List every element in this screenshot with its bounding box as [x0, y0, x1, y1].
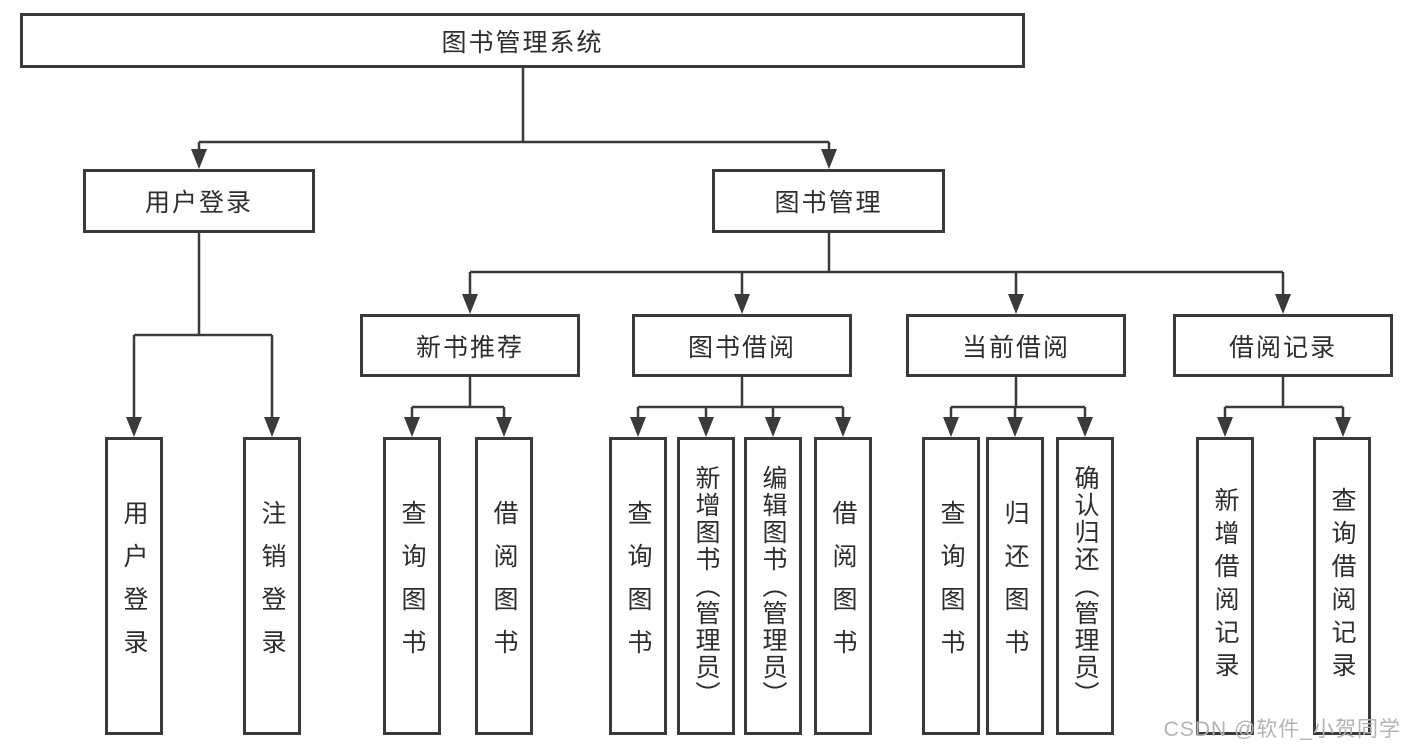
node-borrowing-records: 借阅记录	[1173, 314, 1393, 377]
leaf-confirm-return-admin: 确认归还（管理员）	[1056, 437, 1114, 735]
leaf-query-books: 查询图书	[383, 437, 441, 735]
leaf-borrow-books: 借阅图书	[475, 437, 533, 735]
arrowhead-icons	[126, 149, 1351, 437]
node-label: 新书推荐	[415, 333, 524, 362]
node-label: 查询图书	[398, 500, 426, 672]
node-label: 查询借阅记录	[1328, 487, 1356, 685]
node-label: 用户登录	[144, 189, 253, 217]
node-current-borrowing: 当前借阅	[906, 314, 1126, 377]
node-book-borrowing: 图书借阅	[632, 314, 852, 377]
node-label: 归还图书	[1001, 500, 1029, 672]
node-new-book-recommend: 新书推荐	[360, 314, 580, 377]
leaf-query-books: 查询图书	[922, 437, 980, 735]
leaf-query-books: 查询图书	[609, 437, 667, 735]
node-label: 借阅图书	[490, 500, 518, 672]
leaf-user-login: 用户登录	[105, 437, 163, 735]
node-user-login: 用户登录	[83, 169, 315, 233]
node-label: 确认归还（管理员）	[1071, 464, 1099, 708]
leaf-add-books-admin: 新增图书（管理员）	[677, 437, 735, 735]
node-label: 图书借阅	[687, 333, 796, 362]
node-label: 图书管理	[774, 189, 883, 217]
node-label: 查询图书	[624, 500, 652, 672]
node-label: 注销登录	[258, 500, 286, 672]
csdn-watermark: CSDN @软件_小贺同学	[1163, 718, 1401, 741]
node-label: 借阅记录	[1228, 333, 1337, 362]
leaf-query-borrow-record: 查询借阅记录	[1313, 437, 1371, 735]
node-label: 当前借阅	[961, 333, 1070, 362]
node-label: 查询图书	[937, 500, 965, 672]
leaf-edit-books-admin: 编辑图书（管理员）	[744, 437, 802, 735]
node-label: 用户登录	[120, 500, 148, 672]
node-label: 新增图书（管理员）	[692, 464, 720, 708]
node-label: 图书管理系统	[441, 28, 604, 57]
node-label: 借阅图书	[829, 500, 857, 672]
node-library-management-system: 图书管理系统	[20, 13, 1025, 68]
node-label: 编辑图书（管理员）	[759, 464, 787, 708]
node-label: 新增借阅记录	[1211, 487, 1239, 685]
node-book-management: 图书管理	[712, 169, 945, 233]
leaf-borrow-books: 借阅图书	[814, 437, 872, 735]
leaf-add-borrow-record: 新增借阅记录	[1196, 437, 1254, 735]
leaf-return-books: 归还图书	[986, 437, 1044, 735]
leaf-logout: 注销登录	[243, 437, 301, 735]
